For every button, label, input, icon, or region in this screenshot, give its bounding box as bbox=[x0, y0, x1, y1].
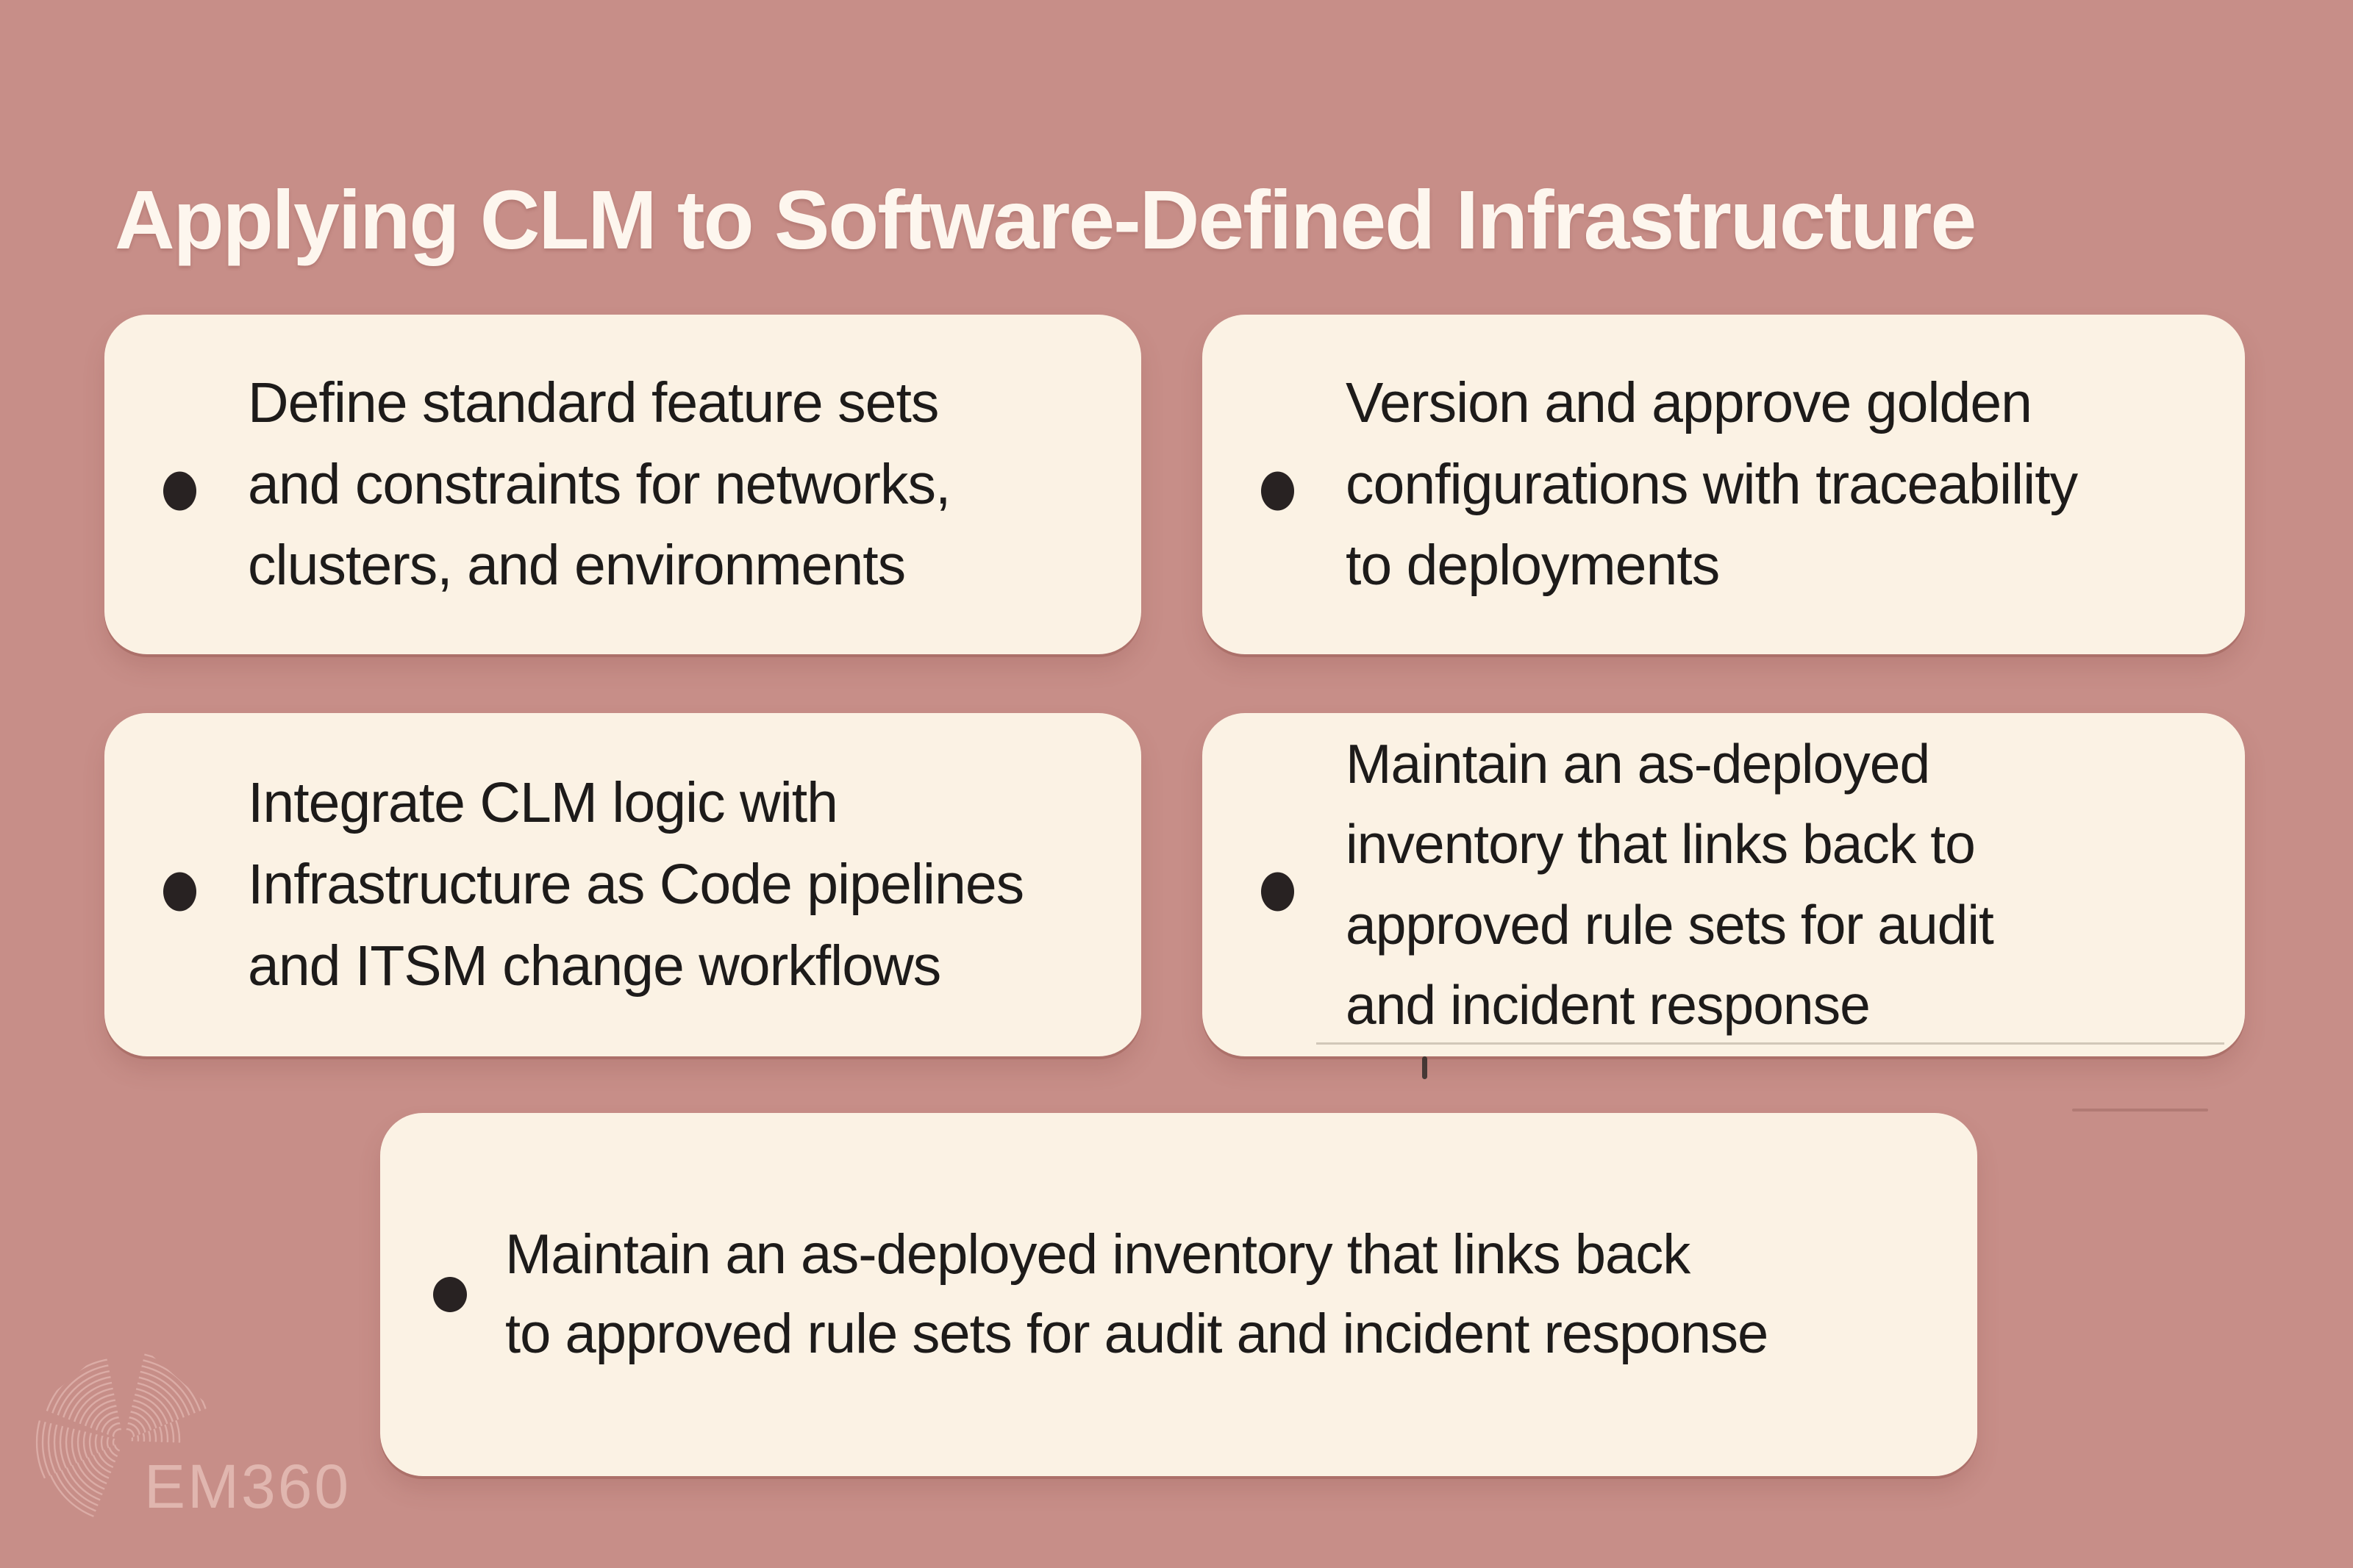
card-integrate-clm-logic: Integrate CLM logic with Infrastructure … bbox=[104, 713, 1141, 1056]
card-as-deployed-inventory: Maintain an as-deployed inventory that l… bbox=[1202, 713, 2245, 1056]
bullet-icon bbox=[1261, 471, 1294, 511]
card-text: Integrate CLM logic with Infrastructure … bbox=[248, 771, 1024, 998]
em360-watermark: EM360 bbox=[35, 1350, 351, 1533]
em360-shell-icon bbox=[35, 1351, 210, 1523]
card-text: Maintain an as-deployed inventory that l… bbox=[1346, 732, 1994, 1037]
bullet-icon bbox=[1261, 872, 1294, 912]
card-as-deployed-inventory-wide: Maintain an as-deployed inventory that l… bbox=[380, 1113, 1977, 1476]
underline-artifact bbox=[1316, 1042, 2224, 1045]
stray-mark-artifact bbox=[1422, 1056, 1427, 1079]
bullet-icon bbox=[163, 471, 196, 511]
card-text: Maintain an as-deployed inventory that l… bbox=[505, 1223, 1768, 1365]
card-define-feature-sets: Define standard feature sets and constra… bbox=[104, 315, 1141, 654]
card-text: Version and approve golden configuration… bbox=[1346, 370, 2078, 598]
smudge-artifact bbox=[2072, 1109, 2208, 1111]
card-text: Define standard feature sets and constra… bbox=[248, 370, 951, 598]
em360-brand-text: EM360 bbox=[144, 1452, 351, 1521]
card-version-golden-configs: Version and approve golden configuration… bbox=[1202, 315, 2245, 654]
bullet-icon bbox=[433, 1277, 467, 1312]
page-title: Applying CLM to Software-Defined Infrast… bbox=[115, 173, 1977, 266]
bullet-icon bbox=[163, 872, 196, 912]
